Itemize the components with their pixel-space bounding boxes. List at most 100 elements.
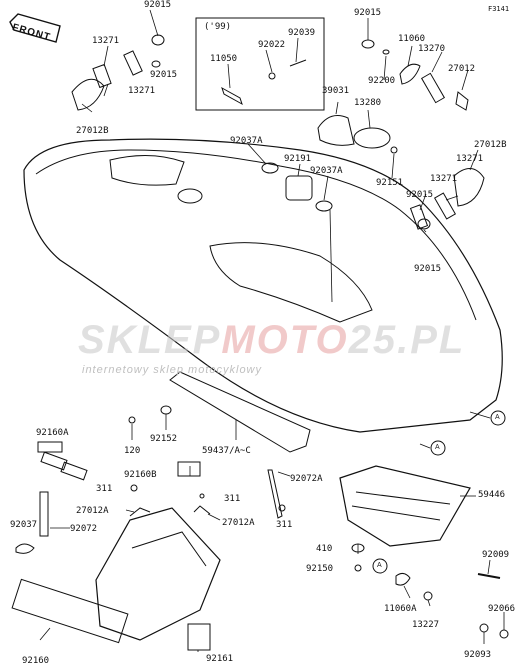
figure-code: F3141 — [488, 5, 510, 13]
cover-11060A — [395, 572, 411, 586]
label-27012B: 27012B — [474, 140, 507, 150]
watermark-brand-b: MOTO — [221, 318, 349, 362]
pad-92160B — [177, 461, 201, 477]
part-13227 — [423, 591, 433, 601]
inset-year: ('99) — [204, 22, 232, 32]
label-13227: 13227 — [412, 620, 440, 630]
tray-assembly — [95, 507, 221, 641]
bracket-13271-d — [433, 192, 457, 220]
screw-92151 — [390, 146, 398, 154]
washer-92022 — [268, 72, 276, 80]
hull-hatch — [109, 154, 185, 186]
label-410: 410 — [316, 544, 333, 554]
label-27012B: 27012B — [76, 126, 109, 136]
clip-92152 — [160, 405, 172, 415]
label-311: 311 — [96, 484, 113, 494]
label-92015: 92015 — [406, 190, 434, 200]
pad-92160A-a — [37, 441, 63, 453]
bolt-92009 — [477, 573, 501, 579]
nut-92066 — [499, 629, 509, 639]
label-27012: 27012 — [448, 64, 476, 74]
label-311: 311 — [224, 494, 241, 504]
label-13270: 13270 — [418, 44, 446, 54]
callout-a-3 — [372, 558, 388, 574]
label-59446: 59446 — [478, 490, 506, 500]
label-92037: 92037 — [10, 520, 38, 530]
label-311: 311 — [276, 520, 293, 530]
washer-92015-b — [151, 60, 161, 68]
hook-27012 — [455, 91, 469, 111]
label-13271: 13271 — [128, 86, 156, 96]
label-92160: 92160 — [22, 656, 50, 666]
hull-seat-well — [209, 242, 373, 323]
tray-clip-27012A-b — [193, 505, 211, 515]
label-92191: 92191 — [284, 154, 312, 164]
vent-39031 — [317, 115, 355, 146]
label-92072: 92072 — [70, 524, 98, 534]
screw-120 — [128, 416, 136, 424]
label-11050: 11050 — [210, 54, 238, 64]
watermark-brand-a: SKLEP — [78, 318, 222, 362]
pin-92039 — [289, 59, 307, 67]
bracket-13270 — [420, 72, 446, 104]
label-13271: 13271 — [456, 154, 484, 164]
nut-92015-c — [361, 39, 375, 49]
label-92039: 92039 — [288, 28, 316, 38]
callout-letter: A — [377, 562, 382, 569]
hull-outline — [23, 138, 503, 433]
plate-11050 — [221, 86, 243, 106]
label-39031: 39031 — [322, 86, 350, 96]
front-arrow — [9, 13, 61, 43]
hose-92191 — [285, 175, 313, 201]
label-92037A: 92037A — [310, 166, 343, 176]
tray-clip-27012A-a — [129, 507, 151, 517]
pad-92160A-c — [60, 461, 88, 481]
hull-deck-line — [35, 149, 477, 321]
label-59437: 59437/A~C — [202, 446, 251, 456]
label-13271: 13271 — [92, 36, 120, 46]
clamp-92037A-b — [315, 200, 333, 212]
watermark-brand-c: 25.PL — [348, 318, 466, 362]
callout-a-2 — [430, 440, 446, 456]
rail-59437 — [169, 371, 311, 453]
label-13280: 13280 — [354, 98, 382, 108]
nut-311-c — [278, 504, 286, 512]
label-92015: 92015 — [144, 0, 172, 10]
label-92152: 92152 — [150, 434, 178, 444]
reflector-27012B-a — [71, 78, 105, 111]
plate-59446 — [339, 465, 471, 547]
pad-92160A-b — [40, 451, 68, 471]
washer-92200 — [382, 49, 390, 55]
label-92161: 92161 — [206, 654, 234, 664]
strap-92072 — [39, 491, 49, 537]
tray-inner — [131, 531, 207, 567]
label-92015: 92015 — [414, 264, 442, 274]
label-120: 120 — [124, 446, 141, 456]
leader-lines — [39, 9, 505, 652]
label-92022: 92022 — [258, 40, 286, 50]
washer-92093 — [479, 623, 489, 633]
callout-a-1 — [490, 410, 506, 426]
label-27012A: 27012A — [222, 518, 255, 528]
watermark-tagline: internetowy sklep motocyklowy — [82, 364, 263, 376]
plate-59446-ribs — [351, 491, 451, 521]
decal-92161 — [187, 623, 211, 651]
inset-frame — [195, 17, 325, 111]
nut-311-b — [199, 493, 205, 499]
label-92015: 92015 — [150, 70, 178, 80]
bracket-13271-a — [92, 63, 112, 89]
clamp-92037A-a — [261, 162, 279, 174]
bracket-13271-c — [409, 204, 429, 230]
cover-11060 — [399, 63, 421, 85]
label-92009: 92009 — [482, 550, 510, 560]
label-11060: 11060 — [398, 34, 426, 44]
label-92200: 92200 — [368, 76, 396, 86]
label-92150: 92150 — [306, 564, 334, 574]
strap-92072A — [267, 469, 283, 519]
label-92066: 92066 — [488, 604, 516, 614]
clamp-92037 — [15, 543, 35, 554]
label-13271: 13271 — [430, 174, 458, 184]
label-11060A: 11060A — [384, 604, 417, 614]
